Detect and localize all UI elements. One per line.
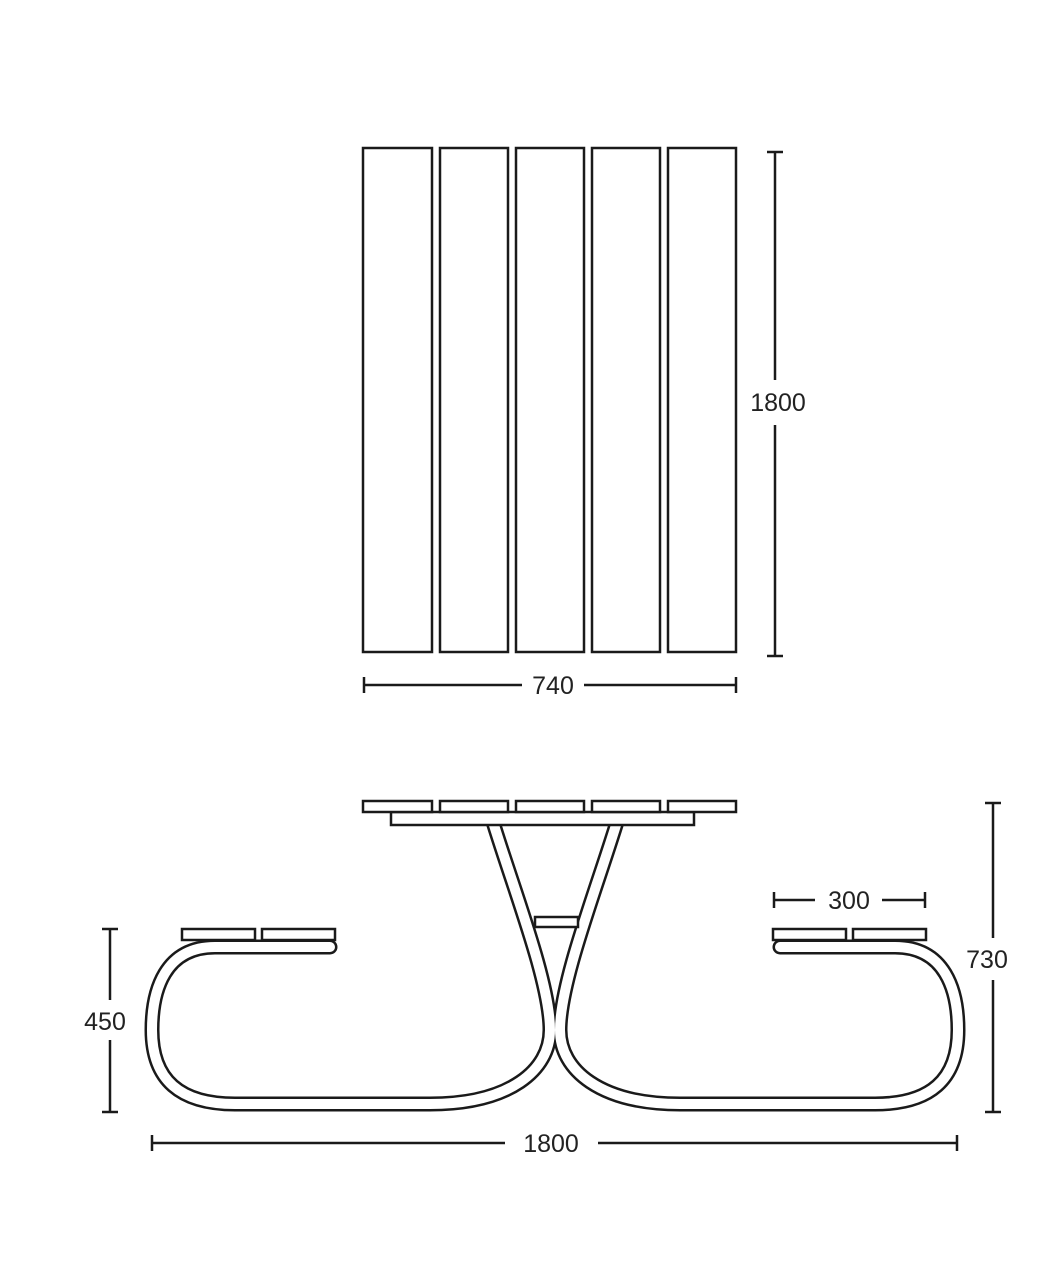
dim-label-top-length: 1800 bbox=[750, 389, 806, 417]
side-view bbox=[144, 799, 966, 1112]
table-plank-4 bbox=[590, 799, 662, 814]
dimension-top-width bbox=[362, 677, 738, 693]
crossbar bbox=[533, 915, 580, 929]
plank-5 bbox=[666, 146, 738, 654]
plank-2 bbox=[438, 146, 510, 654]
dim-label-table-height: 730 bbox=[966, 946, 1008, 974]
dimension-overall-length bbox=[150, 1135, 959, 1151]
table-support-rail bbox=[389, 810, 696, 827]
dim-label-seat-depth: 300 bbox=[828, 887, 870, 915]
dimension-seat-height bbox=[102, 927, 118, 1114]
top-view bbox=[361, 146, 738, 654]
right-seat-plank-2 bbox=[851, 927, 928, 942]
dimension-seat-depth bbox=[772, 892, 927, 908]
table-plank-5 bbox=[666, 799, 738, 814]
plank-4 bbox=[590, 146, 662, 654]
dim-label-top-width: 740 bbox=[532, 672, 574, 700]
table-plank-3 bbox=[514, 799, 586, 814]
tube-frame bbox=[144, 804, 966, 1112]
plank-1 bbox=[361, 146, 434, 654]
plank-3 bbox=[514, 146, 586, 654]
left-seat-plank-1 bbox=[180, 927, 257, 942]
table-plank-2 bbox=[438, 799, 510, 814]
dimension-top-length bbox=[767, 150, 783, 658]
right-seat-plank-1 bbox=[771, 927, 848, 942]
table-plank-1 bbox=[361, 799, 434, 814]
dim-label-seat-height: 450 bbox=[84, 1008, 126, 1036]
dim-label-overall-length: 1800 bbox=[523, 1130, 579, 1158]
dimension-table-height bbox=[985, 801, 1001, 1114]
left-seat-plank-2 bbox=[260, 927, 337, 942]
